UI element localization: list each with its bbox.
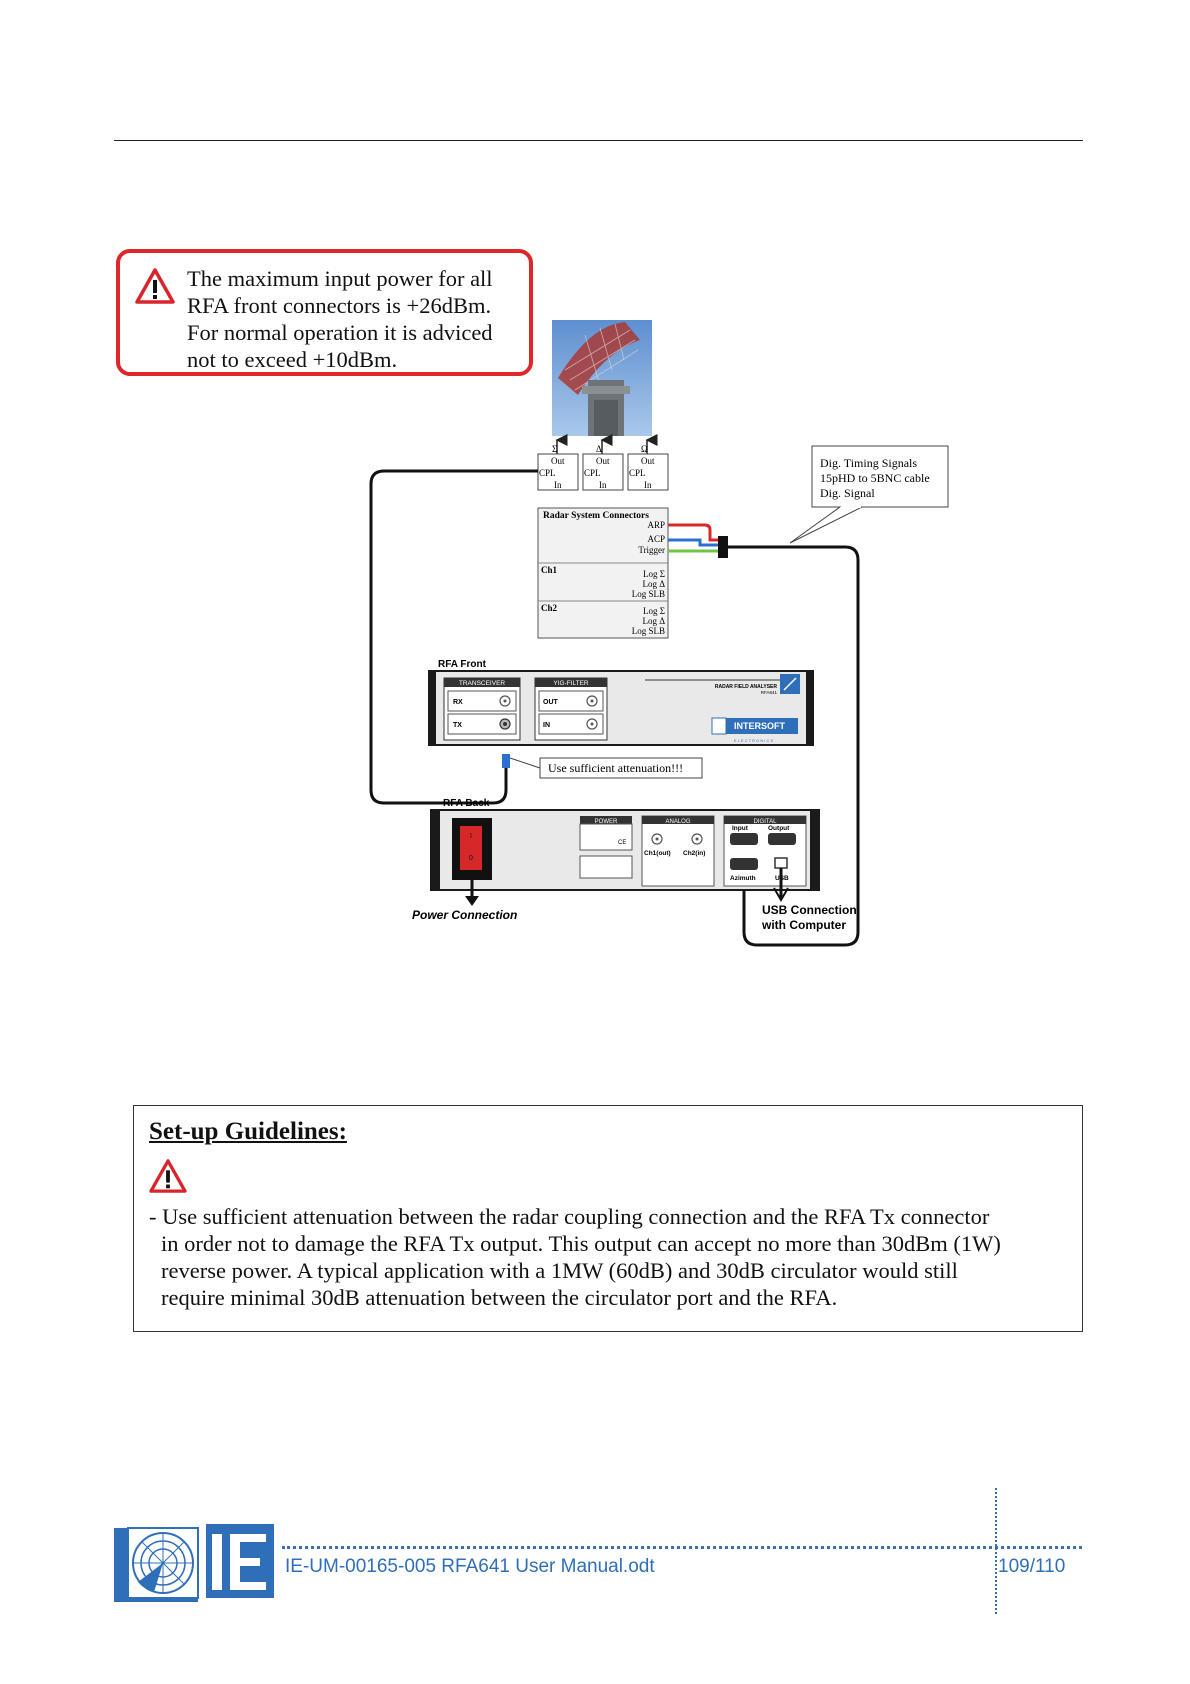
radar-antenna-photo [552, 320, 652, 436]
signal-acp: ACP [647, 534, 665, 544]
attenuation-text: Use sufficient attenuation!!! [548, 761, 683, 775]
cpl-cable [369, 469, 538, 805]
warning-line: For normal operation it is adviced [187, 320, 493, 345]
rfa-front-panel: RFA Front TRANSCEIVER RX TX YIG-FILTER O… [428, 659, 814, 746]
header-rule [114, 140, 1083, 141]
footer-dotted-rule [282, 1546, 1082, 1549]
signal-arp: ARP [647, 520, 665, 530]
warning-line: The maximum input power for all [187, 266, 493, 291]
signal-trigger: Trigger [638, 545, 665, 555]
power-connection: Power Connection [412, 880, 517, 922]
dig-timing-line: Dig. Timing Signals [820, 456, 917, 470]
footer-dotted-divider [995, 1488, 997, 1614]
yig-in-label: IN [543, 722, 550, 729]
warning-box: The maximum input power for all RFA fron… [116, 249, 533, 376]
usb-connection-label: with Computer [761, 918, 846, 932]
radar-system-connectors: Radar System Connectors ARP ACP Trigger … [537, 507, 669, 639]
ce-mark: CE [618, 840, 626, 846]
connection-diagram: Σ Out CPL In Δ Out CPL In Ω Out CPL In R… [369, 320, 949, 947]
ch2-log-sigma: Log Σ [643, 606, 665, 616]
model-name: RFA641 [761, 690, 778, 695]
ch2-log-slb: Log SLB [632, 626, 665, 636]
guideline-line: in order not to damage the RFA Tx output… [161, 1231, 1001, 1256]
ie-logo: IE [114, 1524, 274, 1602]
ch1-log-sigma: Log Σ [643, 569, 665, 579]
dig-timing-callout: Dig. Timing Signals 15pHD to 5BNC cable … [789, 445, 949, 544]
dig-timing-line: 15pHD to 5BNC cable [820, 471, 930, 485]
attenuator [502, 754, 510, 768]
rfa-front-label: RFA Front [438, 659, 487, 670]
setup-guidelines-box: Set-up Guidelines: - Use sufficient atte… [133, 1105, 1083, 1332]
ch1-log-delta: Log Δ [642, 579, 665, 589]
switch-off-label: 0 [469, 855, 473, 862]
guideline-line: - Use sufficient attenuation between the… [149, 1204, 990, 1229]
coupler-cpl-label: CPL [629, 468, 646, 478]
logo-letters: IE [114, 1524, 115, 1525]
guideline-line: reverse power. A typical application wit… [161, 1258, 958, 1283]
transceiver-label: TRANSCEIVER [459, 680, 506, 687]
coupler-cpl-label: CPL [539, 468, 556, 478]
guideline-line: require minimal 30dB attenuation between… [161, 1285, 838, 1310]
brand-sub: ELECTRONICS [734, 739, 774, 743]
coupler-symbol: Δ [596, 444, 602, 454]
product-name: RADAR FIELD ANALYSER [715, 684, 778, 690]
coupler-symbol: Σ [552, 444, 557, 454]
power-label: POWER [595, 819, 618, 825]
usb-cable [728, 545, 860, 947]
couplers: Σ Out CPL In Δ Out CPL In Ω Out CPL In [537, 434, 669, 491]
coupler-in-label: In [554, 480, 562, 490]
yig-filter-label: YIG-FILTER [553, 680, 589, 687]
warning-triangle-icon [149, 1159, 187, 1193]
coupler-omega: Ω Out CPL In [627, 444, 669, 491]
warning-line: RFA front connectors is +26dBm. [187, 293, 492, 318]
analog-label: ANALOG [665, 819, 690, 825]
coupler-symbol: Ω [641, 444, 648, 454]
intersoft-logo [712, 718, 798, 734]
ch2-log-delta: Log Δ [642, 616, 665, 626]
dig-timing-line: Dig. Signal [820, 486, 875, 500]
usb-connection-label: USB Connection [762, 903, 857, 917]
guidelines-text: - Use sufficient attenuation between the… [149, 1203, 1074, 1311]
azimuth-label: Azimuth [730, 875, 756, 882]
rfa-back-panel: RFA Back I 0 POWER CE ANALOG Ch1(out) Ch… [430, 798, 820, 902]
coupler-in-label: In [644, 480, 652, 490]
digital-output-label: Output [768, 825, 790, 832]
coupler-out-label: Out [596, 456, 610, 466]
power-connection-label: Power Connection [412, 908, 517, 922]
warning-text: The maximum input power for all RFA fron… [187, 265, 532, 373]
guidelines-title: Set-up Guidelines: [149, 1118, 347, 1145]
ch2-in-label: Ch2(in) [683, 850, 705, 857]
brand-name: INTERSOFT [734, 721, 786, 731]
warning-triangle-icon [135, 268, 175, 304]
coupler-delta: Δ Out CPL In [582, 444, 624, 491]
yig-out-label: OUT [543, 699, 559, 706]
ch1-out-label: Ch1(out) [644, 850, 671, 857]
attenuation-note: Use sufficient attenuation!!! [509, 757, 703, 779]
footer-page-number: 109/110 [998, 1556, 1066, 1577]
timing-wires [668, 523, 860, 947]
tx-label: TX [453, 722, 462, 729]
coupler-cpl-label: CPL [584, 468, 601, 478]
coupler-sigma: Σ Out CPL In [537, 444, 579, 491]
down-arrow-icon [465, 896, 479, 906]
coupler-in-label: In [599, 480, 607, 490]
warning-line: not to exceed +10dBm. [187, 347, 398, 372]
coupler-out-label: Out [551, 456, 565, 466]
ch1-log-slb: Log SLB [632, 589, 665, 599]
ch2-label: Ch2 [541, 603, 558, 613]
footer-document-name: IE-UM-00165-005 RFA641 User Manual.odt [285, 1556, 655, 1577]
rfa-back-label: RFA Back [443, 798, 490, 809]
digital-input-label: Input [732, 825, 749, 832]
coupler-out-label: Out [641, 456, 655, 466]
digital-label: DIGITAL [754, 819, 778, 825]
switch-on-label: I [470, 833, 472, 840]
rx-label: RX [453, 699, 463, 706]
ch1-label: Ch1 [541, 565, 558, 575]
radar-connectors-title: Radar System Connectors [543, 511, 649, 521]
